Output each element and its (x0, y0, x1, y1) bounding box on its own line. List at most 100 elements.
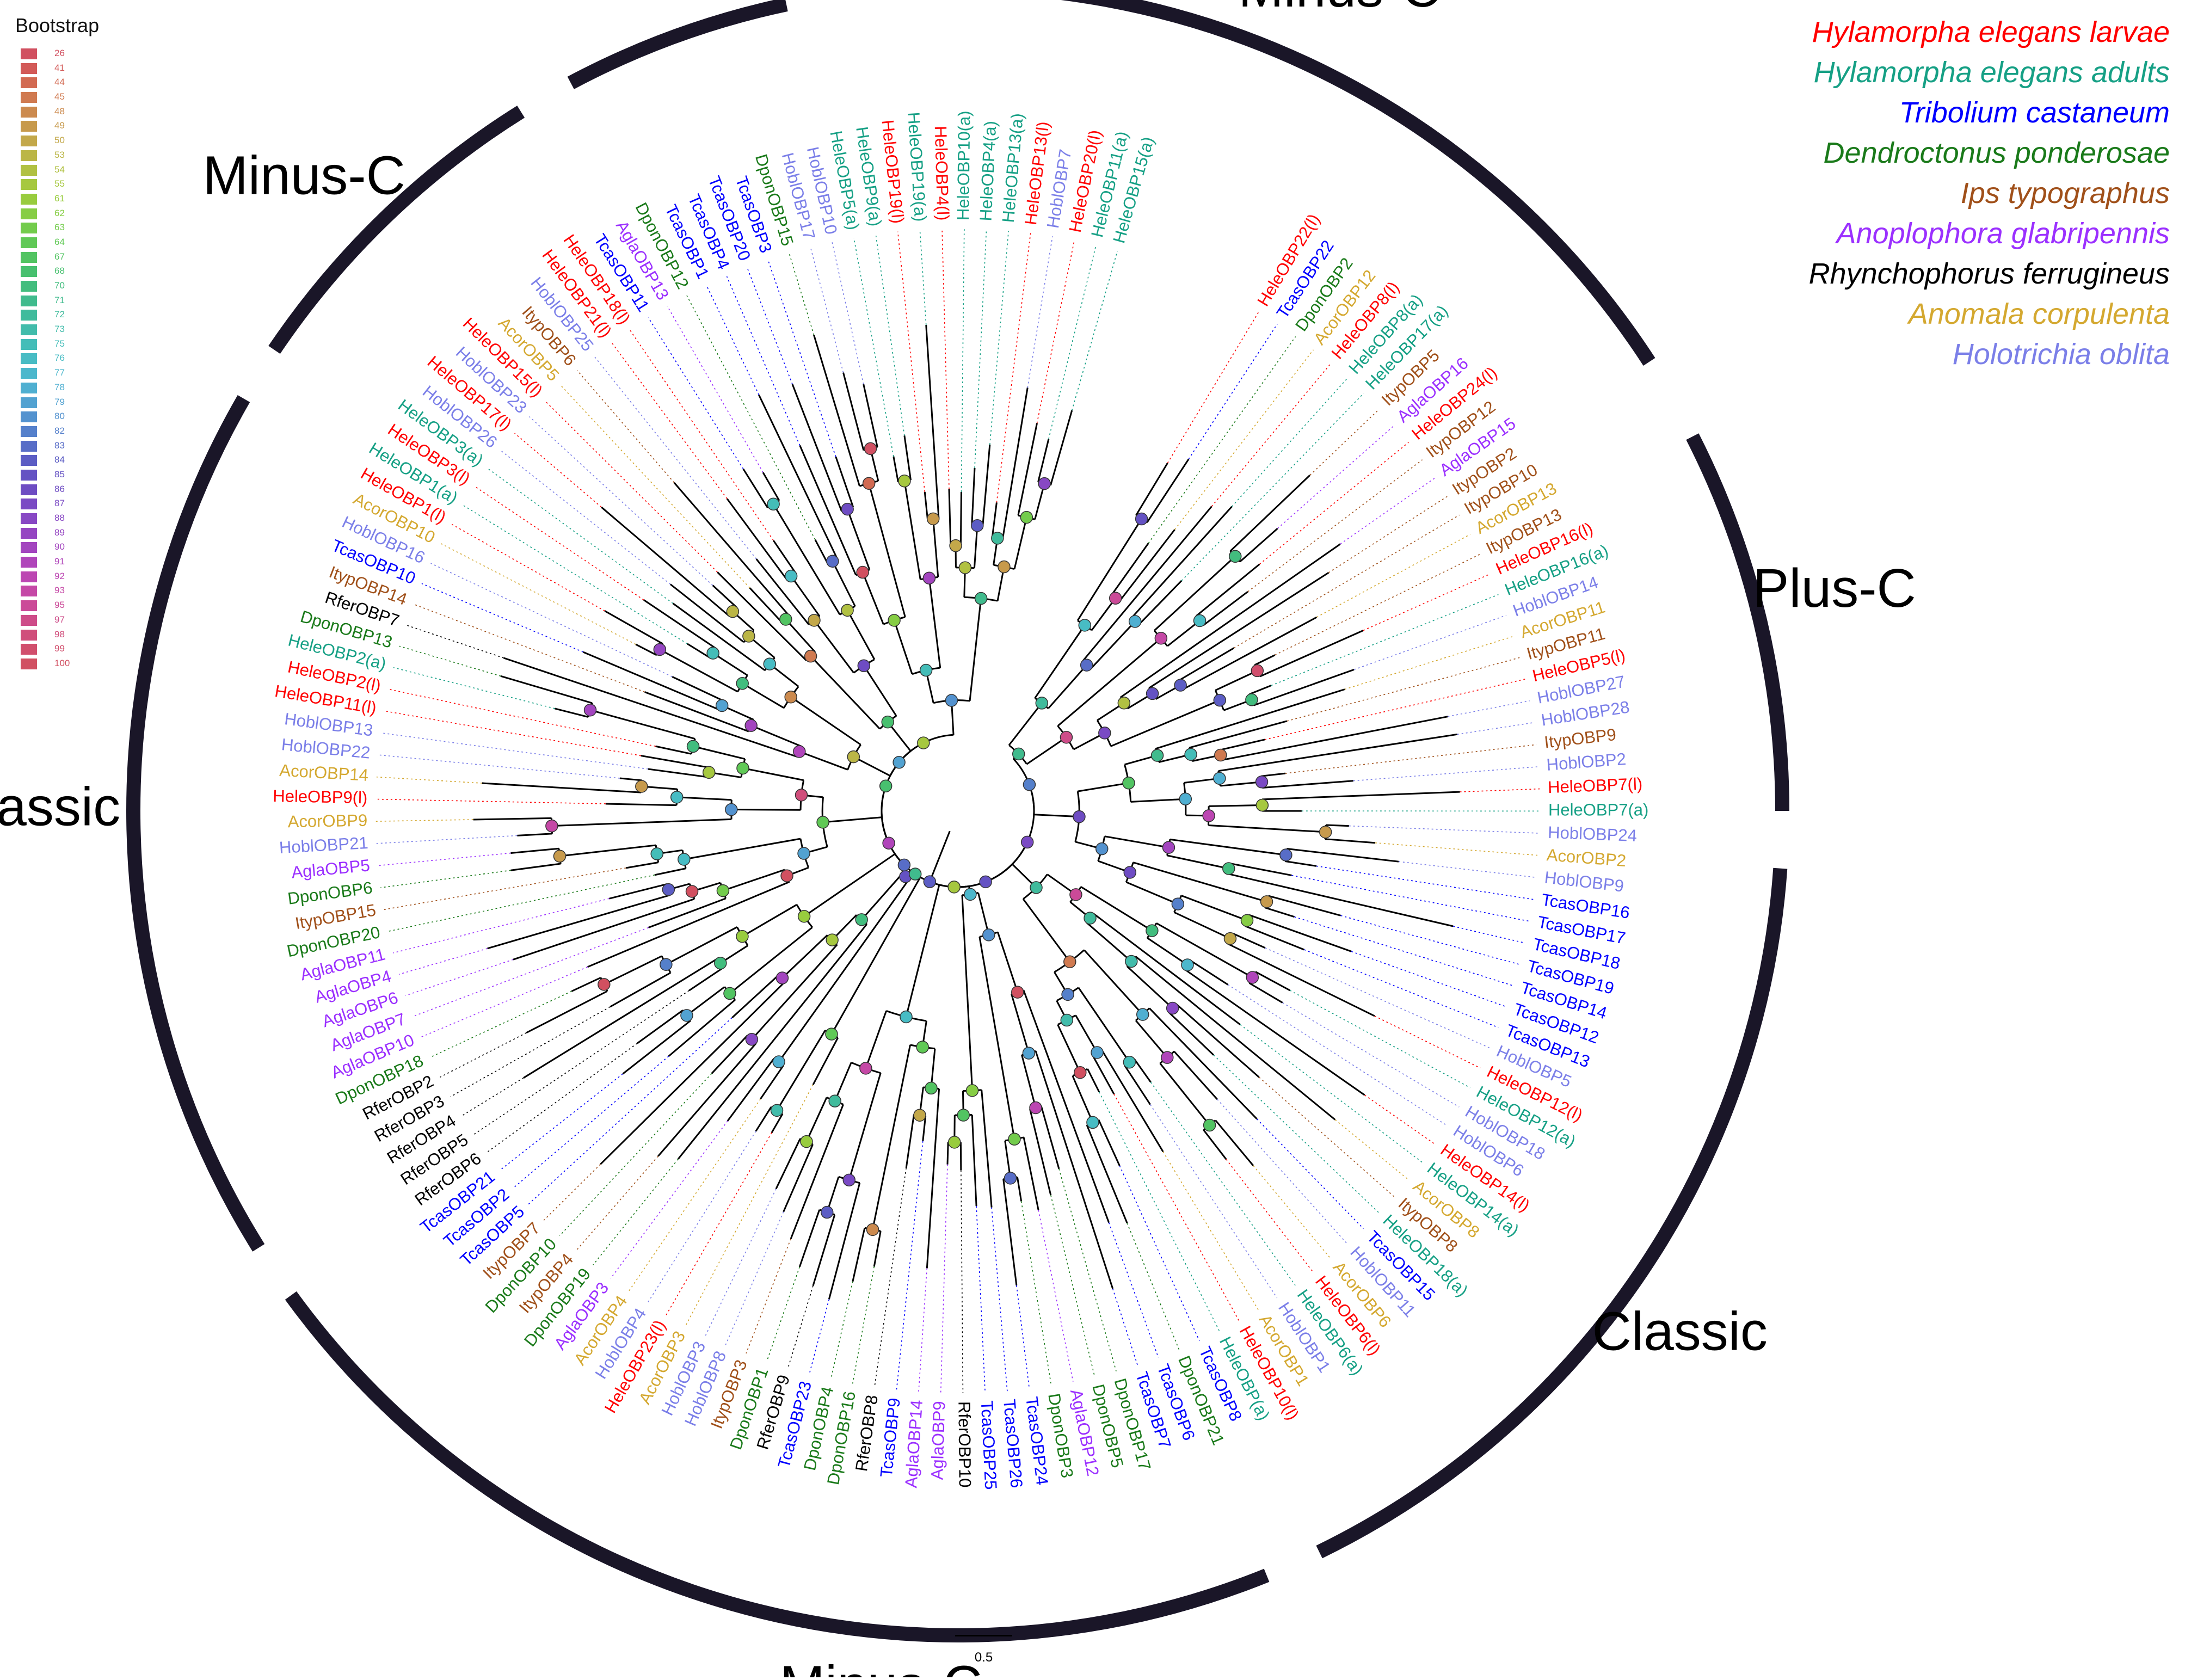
bootstrap-node (546, 820, 558, 832)
bootstrap-value: 45 (54, 91, 65, 102)
tree-branch (1255, 972, 1290, 990)
bootstrap-swatch (21, 165, 37, 176)
bootstrap-node (1030, 882, 1042, 894)
tree-branch (906, 1115, 914, 1168)
bootstrap-node (785, 691, 797, 703)
bootstrap-node (1214, 694, 1226, 706)
bootstrap-node (1118, 697, 1130, 709)
bootstrap-value: 41 (54, 63, 65, 73)
tree-branch (1034, 815, 1079, 817)
leaf-connector (1148, 336, 1295, 543)
bootstrap-node (1136, 513, 1148, 525)
leaf-connector (919, 1268, 927, 1392)
leaf-connector (705, 1189, 776, 1336)
leaf-connector (1375, 843, 1538, 856)
clade-label: Plus-C (1753, 558, 1916, 619)
leaf-connector (876, 235, 904, 436)
bootstrap-node (801, 1136, 813, 1148)
bootstrap-node (847, 751, 859, 763)
leaf-connector (576, 1156, 658, 1251)
tree-branch (604, 956, 662, 984)
tree-branch (609, 884, 667, 899)
bootstrap-node (715, 957, 727, 969)
bootstrap-swatch (21, 353, 37, 364)
tree-branch (1078, 783, 1129, 791)
leaf-connector (767, 1267, 799, 1361)
tree-branch (1058, 1025, 1080, 1073)
tree-branch (590, 710, 695, 739)
leaf-connector (1211, 364, 1331, 506)
bootstrap-node (1172, 898, 1184, 910)
tree-branch (791, 576, 820, 617)
clade-label: Classic (0, 776, 120, 837)
leaf-connector (1259, 442, 1408, 564)
tree-branch (1287, 849, 1399, 862)
bootstrap-swatch (21, 470, 37, 481)
tree-branch (1091, 621, 1135, 669)
leaf-connector (1341, 915, 1520, 964)
bootstrap-node (898, 475, 910, 487)
leaf-connector (976, 1206, 985, 1393)
clade-arc (1692, 436, 1782, 811)
bootstrap-legend-title: Bootstrap (15, 14, 99, 37)
tree-branch (799, 1210, 819, 1267)
bootstrap-swatch (21, 281, 37, 292)
leaf-label: AglaOBP9 (927, 1401, 949, 1480)
tree-branch (929, 578, 940, 668)
bootstrap-node (1123, 1056, 1135, 1068)
bootstrap-node (1146, 925, 1158, 937)
leaf-connector (809, 1299, 829, 1374)
bootstrap-node (636, 780, 648, 792)
bootstrap-node (1070, 889, 1082, 901)
leaf-connector (648, 318, 743, 469)
bootstrap-swatch (21, 441, 37, 452)
bootstrap-nodes (546, 442, 1332, 1235)
tree-branch (1126, 882, 1178, 904)
bootstrap-node (964, 888, 976, 900)
leaf-label: RferOBP10 (955, 1401, 974, 1488)
bootstrap-node (1062, 988, 1074, 1000)
leaf-connector (854, 238, 894, 457)
leaf-connector (421, 967, 588, 1037)
bootstrap-node (1224, 933, 1236, 945)
bootstrap-node (855, 914, 867, 926)
bootstrap-value: 49 (54, 120, 65, 131)
tree-branch (1076, 1016, 1097, 1053)
leaf-connector (463, 505, 687, 644)
bootstrap-value: 78 (54, 382, 65, 393)
bootstrap-node (860, 1062, 872, 1074)
bootstrap-node (1124, 866, 1136, 878)
tree-branch (904, 435, 911, 480)
bootstrap-node (1320, 826, 1332, 838)
tree-branch (742, 904, 797, 936)
tree-branch (669, 1000, 735, 1056)
leaf-connector (515, 433, 602, 507)
leaf-connector (1317, 534, 1470, 617)
bootstrap-node (671, 791, 683, 803)
tree-branch (504, 658, 798, 757)
leaf-connector (1375, 1016, 1480, 1068)
leaf-connector (376, 799, 606, 804)
bootstrap-swatch (21, 121, 37, 132)
bootstrap-node (1099, 727, 1111, 739)
bootstrap-node (1167, 1002, 1179, 1014)
leaf-connector (1226, 1159, 1313, 1272)
leaf-connector (1119, 1166, 1199, 1340)
leaf-connector (898, 232, 925, 492)
leaf-connector (1167, 312, 1258, 463)
tree-branch (517, 834, 552, 836)
leaf-connector (1316, 866, 1534, 899)
bootstrap-node (1061, 1014, 1073, 1026)
bootstrap-value: 55 (54, 179, 65, 189)
bootstrap-swatch (21, 223, 37, 233)
leaf-connector (1457, 723, 1534, 734)
tree-branch (648, 769, 708, 777)
leaf-connector (1399, 861, 1536, 877)
tree-branch (600, 981, 785, 1164)
bootstrap-node (882, 716, 894, 728)
leaf-connector (1217, 1099, 1347, 1244)
leaf-label: HeleOBP9(l) (273, 786, 368, 807)
tree-branch (933, 519, 938, 577)
bootstrap-value: 26 (54, 48, 65, 59)
tree-branch (1176, 1004, 1259, 1077)
